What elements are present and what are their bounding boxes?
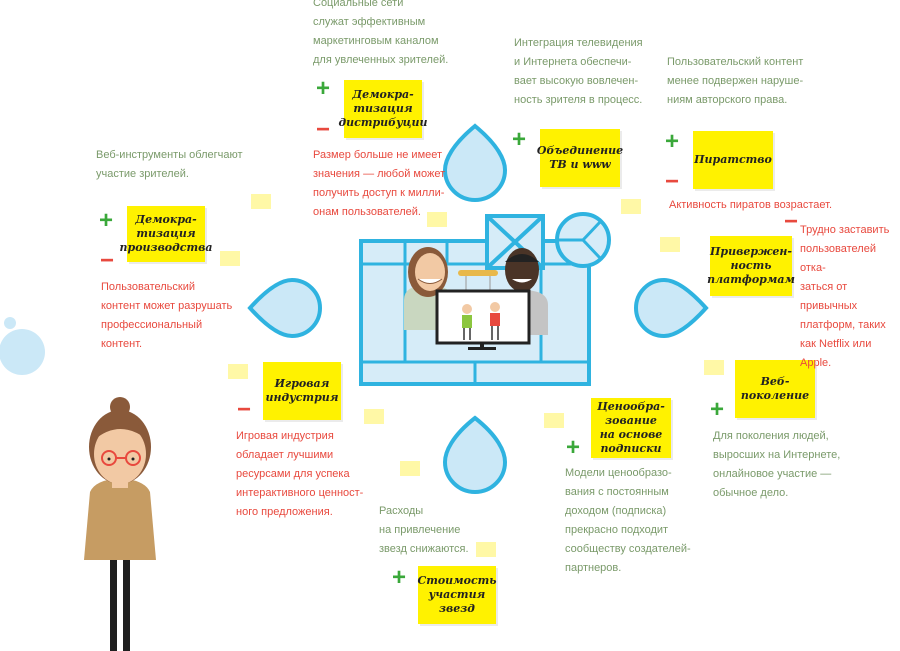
sticky-platforms-text: Привержен- ность платформам [707,245,795,286]
minus-sign: − [100,247,115,274]
plus-sign: + [99,207,114,234]
note-subscription-plus: Модели ценообразо- вания с постоянным до… [565,467,691,574]
sticky-production: Демокра- тизация производства [120,206,212,262]
thought-bubble-small [4,317,16,329]
mini-sticky [621,199,641,214]
mini-sticky [251,194,271,209]
sticky-production-text: Демокра- тизация производства [119,213,213,254]
mini-sticky [660,237,680,252]
plus-sign: + [512,126,527,153]
note-distribution-plus: Социальные сети служат эффективным марке… [313,0,449,66]
sticky-platforms: Привержен- ность платформам [707,236,795,296]
mini-sticky [704,360,724,375]
note-piracy-plus: Пользовательский контент менее подвержен… [667,56,804,106]
note-stars-plus: Расходы на привлечение звезд снижаются. [379,505,469,555]
drop-top [442,123,508,202]
sticky-games-text: Игровая индустрия [265,377,339,404]
sticky-webgen-text: Веб- поколение [740,375,810,402]
thought-bubble-large [0,329,45,375]
mini-sticky [228,364,248,379]
note-webgen-plus: Для поколения людей, выросших на Интерне… [713,430,841,499]
minus-sign: − [316,116,331,143]
note-piracy-minus: Активность пиратов возрастает. [669,199,832,211]
mini-sticky [427,212,447,227]
sticky-piracy-text: Пиратство [694,153,772,166]
mini-sticky [400,461,420,476]
sticky-webgen: Веб- поколение [735,360,815,418]
sticky-stars: Стоимость участия звезд [417,566,497,624]
note-platforms-minus: Трудно заставить пользователей отка- зат… [800,224,890,369]
note-tvweb-plus: Интеграция телевидения и Интернета обесп… [514,37,643,106]
minus-sign: − [237,396,252,423]
note-distribution-minus: Размер больше не имеет значения — любой … [313,149,446,218]
plus-sign: + [392,564,407,591]
plus-sign: + [665,128,680,155]
plus-sign: + [316,75,331,102]
note-production-minus: Пользовательский контент может разрушать… [101,281,233,350]
sticky-piracy: Пиратство [693,131,773,189]
sticky-tvweb: Объединение ТВ и www [536,129,624,187]
plus-sign: + [710,396,725,423]
mini-sticky [220,251,240,266]
mini-sticky [364,409,384,424]
sticky-subscription: Ценообра- зование на основе подписки [591,398,671,458]
drop-bottom [442,415,508,494]
drop-left [247,277,322,339]
minus-sign: − [665,168,680,195]
mini-sticky [476,542,496,557]
note-games-minus: Игровая индустрия обладает лучшими ресур… [236,430,364,518]
note-production-plus: Веб-инструменты облегчают участие зрител… [96,149,243,180]
sticky-subscription-text: Ценообра- зование на основе подписки [597,400,665,455]
tv-icon [435,289,531,350]
sticky-stars-text: Стоимость участия звезд [417,574,497,615]
drop-right [634,277,709,339]
plus-sign: + [566,434,581,461]
sticky-distribution: Демокра- тизация дистрибуции [338,80,428,138]
sticky-distribution-text: Демокра- тизация дистрибуции [338,88,428,129]
minus-sign: − [784,208,799,235]
woman-figure [84,397,156,651]
sticky-tvweb-text: Объединение ТВ и www [536,144,624,171]
sticky-games: Игровая индустрия [263,362,341,420]
mini-sticky [544,413,564,428]
